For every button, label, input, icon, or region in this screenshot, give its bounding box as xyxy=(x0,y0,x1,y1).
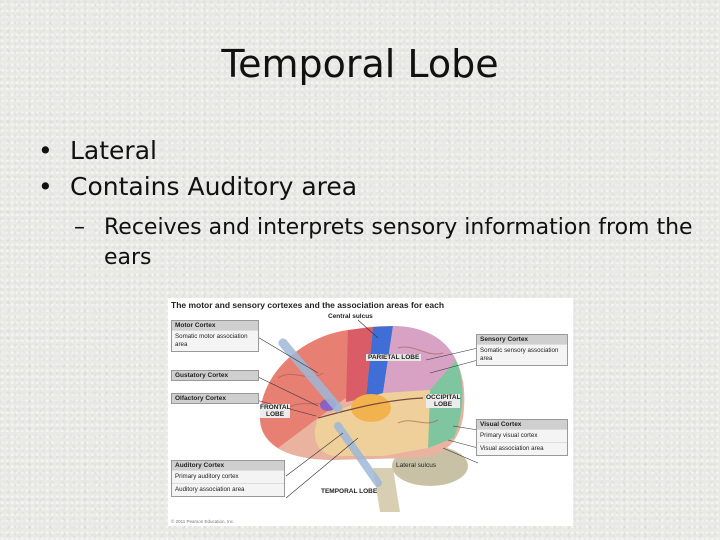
visual-cortex-header: Visual Cortex xyxy=(477,420,567,429)
probe-auditory xyxy=(334,422,382,487)
occipital-lobe-label: OCCIPITAL LOBE xyxy=(426,394,461,408)
visual-cortex-row-1: Primary visual cortex xyxy=(477,429,567,442)
gustatory-cortex-box: Gustatory Cortex xyxy=(171,370,259,381)
gustatory-cortex-header: Gustatory Cortex xyxy=(172,371,258,380)
sub-bullet-receives: – Receives and interprets sensory inform… xyxy=(38,213,698,273)
auditory-cortex-box: Auditory Cortex Primary auditory cortex … xyxy=(171,460,285,497)
motor-cortex-box: Motor Cortex Somatic motor association a… xyxy=(171,320,259,352)
sensory-cortex-row-1: Somatic sensory association area xyxy=(477,344,567,365)
sub-bullet-text: Receives and interprets sensory informat… xyxy=(104,215,693,270)
motor-cortex-row-1: Somatic motor association area xyxy=(172,330,258,351)
motor-cortex-shape xyxy=(346,327,373,402)
gyri-lines xyxy=(277,346,444,424)
lateral-sulcus-label: Lateral sulcus xyxy=(396,462,437,469)
sensory-cortex-header: Sensory Cortex xyxy=(477,335,567,344)
auditory-cortex-row-2: Auditory association area xyxy=(172,483,284,496)
slide-title: Temporal Lobe xyxy=(221,42,499,86)
visual-cortex-row-2: Visual association area xyxy=(477,442,567,455)
auditory-cortex-header: Auditory Cortex xyxy=(172,461,284,470)
bullet-list: Lateral Contains Auditory area – Receive… xyxy=(38,135,698,273)
motor-cortex-header: Motor Cortex xyxy=(172,321,258,330)
auditory-cortex-row-1: Primary auditory cortex xyxy=(172,470,284,483)
olfactory-cortex-header: Olfactory Cortex xyxy=(172,394,258,403)
frontal-lobe-label: FRONTAL LOBE xyxy=(260,404,291,418)
olfactory-cortex-box: Olfactory Cortex xyxy=(171,393,259,404)
sub-bullet-dash: – xyxy=(74,215,85,240)
auditory-cortex-shape xyxy=(351,394,391,422)
frontal-lobe-shape xyxy=(260,330,353,448)
probe-motor xyxy=(278,338,343,413)
copyright-notice: © 2011 Pearson Education, Inc. xyxy=(171,519,235,524)
temporal-lobe-label: TEMPORAL LOBE xyxy=(321,488,378,495)
bullet-lateral: Lateral xyxy=(38,135,698,167)
parietal-lobe-label: PARIETAL LOBE xyxy=(366,354,422,361)
lateral-sulcus-line xyxy=(317,397,424,419)
figure-caption: The motor and sensory cortexes and the a… xyxy=(171,300,445,310)
visual-cortex-box: Visual Cortex Primary visual cortex Visu… xyxy=(476,419,568,456)
sensory-cortex-shape xyxy=(366,326,393,398)
sensory-cortex-box: Sensory Cortex Somatic sensory associati… xyxy=(476,334,568,366)
brain-figure: The motor and sensory cortexes and the a… xyxy=(168,298,573,526)
central-sulcus-label: Central sulcus xyxy=(328,313,373,320)
bullet-auditory-area: Contains Auditory area xyxy=(38,171,698,203)
